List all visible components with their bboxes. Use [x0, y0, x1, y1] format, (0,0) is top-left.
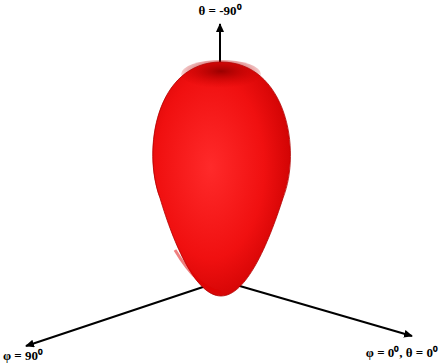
radiation-pattern	[153, 62, 291, 296]
pattern-shading	[175, 250, 221, 292]
axis-label: φ = 90⁰	[3, 349, 43, 362]
axis-label: θ = -90⁰	[198, 4, 241, 17]
pattern-shading	[181, 60, 261, 88]
axis-arrow	[226, 282, 412, 336]
axis-label: φ = 0⁰, θ = 0⁰	[366, 346, 438, 359]
axis-arrow	[26, 282, 218, 346]
